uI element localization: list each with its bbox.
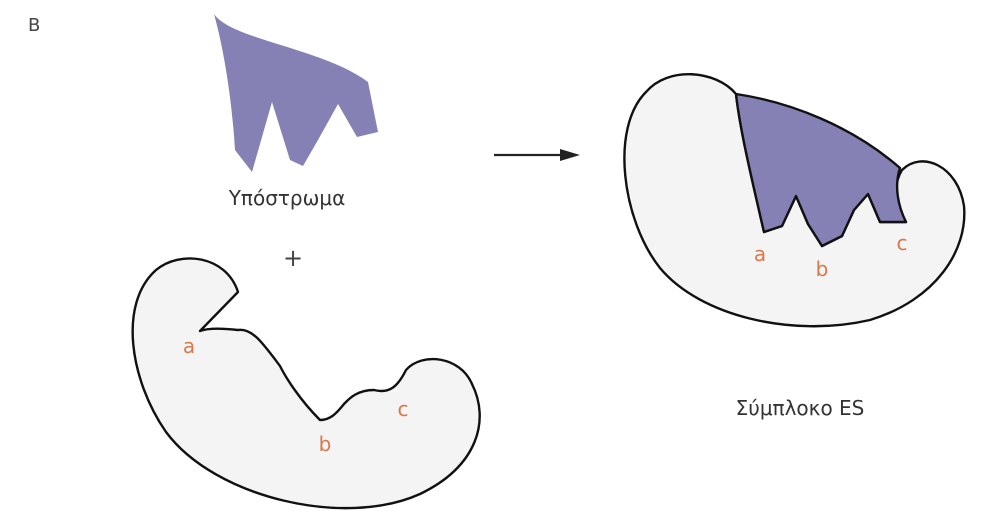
free-enzyme-shape — [133, 258, 480, 508]
site-c-label-free: c — [398, 397, 409, 421]
site-b-label-complex: b — [816, 257, 829, 281]
free-substrate-shape — [214, 14, 378, 172]
site-a-label-complex: a — [754, 242, 766, 266]
panel-label: B — [28, 15, 40, 36]
bound-substrate-shape — [736, 94, 906, 246]
substrate-label: Υπόστρωμα — [228, 186, 346, 210]
site-a-label-free: a — [183, 334, 195, 358]
site-c-label-complex: c — [897, 231, 908, 255]
plus-sign: + — [283, 244, 303, 272]
site-b-label-free: b — [319, 432, 332, 456]
reaction-arrow — [494, 149, 580, 161]
complex-label: Σύμπλοκο ES — [736, 396, 865, 420]
